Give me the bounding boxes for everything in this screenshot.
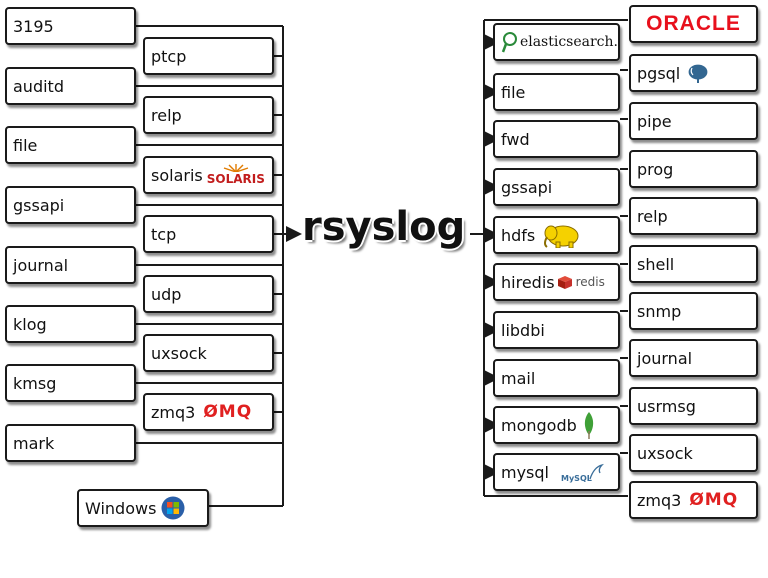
redis-logo: redis [557,274,605,290]
mongodb-logo [583,411,595,439]
input-label: zmq3 [151,402,196,422]
zmq-logo: ØMQ [203,402,253,422]
output-label: hiredis [501,272,555,292]
hadoop-logo [541,222,583,248]
input-zmq3: zmq3 ØMQ [143,393,274,431]
input-label: 3195 [13,16,54,36]
input-gssapi: gssapi [5,186,136,224]
input-uxsock: uxsock [143,334,274,372]
input-3195: 3195 [5,7,136,45]
zmq-logo: ØMQ [689,490,739,510]
output-label: uxsock [637,443,693,463]
output-label: mail [501,368,536,388]
output-mail: mail [493,359,620,397]
input-journal: journal [5,246,136,284]
output-elasticsearch: elasticsearch. [493,23,620,61]
postgresql-elephant-icon [687,63,709,83]
elasticsearch-icon [501,32,517,53]
rsyslog-title: rsyslog [302,204,466,250]
solaris-logo: SOLARIS [207,164,265,186]
output-label: file [501,82,526,102]
oracle-logo: ORACLE [646,12,741,35]
input-label: tcp [151,224,177,244]
input-label: udp [151,284,182,304]
output-label: shell [637,254,675,274]
output-label: gssapi [501,177,553,197]
input-label: journal [13,255,69,275]
input-ptcp: ptcp [143,37,274,75]
input-auditd: auditd [5,67,136,105]
input-label: kmsg [13,373,57,393]
input-klog: klog [5,305,136,343]
input-kmsg: kmsg [5,364,136,402]
input-label: mark [13,433,55,453]
input-label: auditd [13,76,64,96]
output-label: prog [637,159,674,179]
output-usrmsg: usrmsg [629,387,758,425]
output-label: mysql [501,462,549,482]
output-label: journal [637,348,693,368]
output-label: elasticsearch. [519,34,618,50]
input-tcp: tcp [143,215,274,253]
hadoop-elephant-icon [544,225,579,248]
input-udp: udp [143,275,274,313]
windows-logo [161,496,185,520]
output-label: fwd [501,129,530,149]
solaris-sun-icon [223,164,249,172]
input-relp: relp [143,96,274,134]
output-pgsql: pgsql [629,54,758,92]
output-label: snmp [637,301,682,321]
input-label: file [13,135,38,155]
output-libdbi: libdbi [493,311,620,349]
mysql-wordmark: MySQL [561,473,592,483]
output-label: usrmsg [637,396,696,416]
output-uxsock: uxsock [629,434,758,472]
output-label: hdfs [501,225,536,245]
input-label: uxsock [151,343,207,363]
output-prog: prog [629,150,758,188]
output-label: pipe [637,111,672,131]
output-relp: relp [629,197,758,235]
input-label: solaris [151,165,203,185]
input-label: gssapi [13,195,65,215]
solaris-wordmark: SOLARIS [206,172,265,186]
output-label: libdbi [501,320,545,340]
output-label: relp [637,206,668,226]
input-mark: mark [5,424,136,462]
output-label: pgsql [637,63,681,83]
output-hiredis: hiredis redis [493,263,620,301]
output-pipe: pipe [629,102,758,140]
input-label: ptcp [151,46,187,66]
output-zmq3: zmq3 ØMQ [629,481,758,519]
output-label: mongodb [501,415,577,435]
output-gssapi: gssapi [493,168,620,206]
output-journal: journal [629,339,758,377]
windows-label: Windows [85,498,157,518]
mysql-dolphin-icon [589,463,604,480]
input-label: klog [13,314,47,334]
input-file: file [5,126,136,164]
output-mysql: mysql MySQL [493,453,620,491]
output-mongodb: mongodb [493,406,620,444]
input-solaris: solaris SOLARIS [143,156,274,194]
redis-cube-icon [557,276,572,289]
input-label: relp [151,105,182,125]
output-hdfs: hdfs [493,216,620,254]
postgresql-logo [686,62,710,84]
output-label: zmq3 [637,490,682,510]
mysql-logo: MySQL [561,463,604,483]
input-windows: Windows [77,489,209,527]
output-shell: shell [629,245,758,283]
output-file: file [493,73,620,111]
redis-wordmark: redis [575,275,605,289]
output-snmp: snmp [629,292,758,330]
output-oracle: ORACLE [629,5,758,43]
windows-flag-icon [161,496,185,520]
output-fwd: fwd [493,120,620,158]
mongodb-leaf-icon [584,412,593,439]
